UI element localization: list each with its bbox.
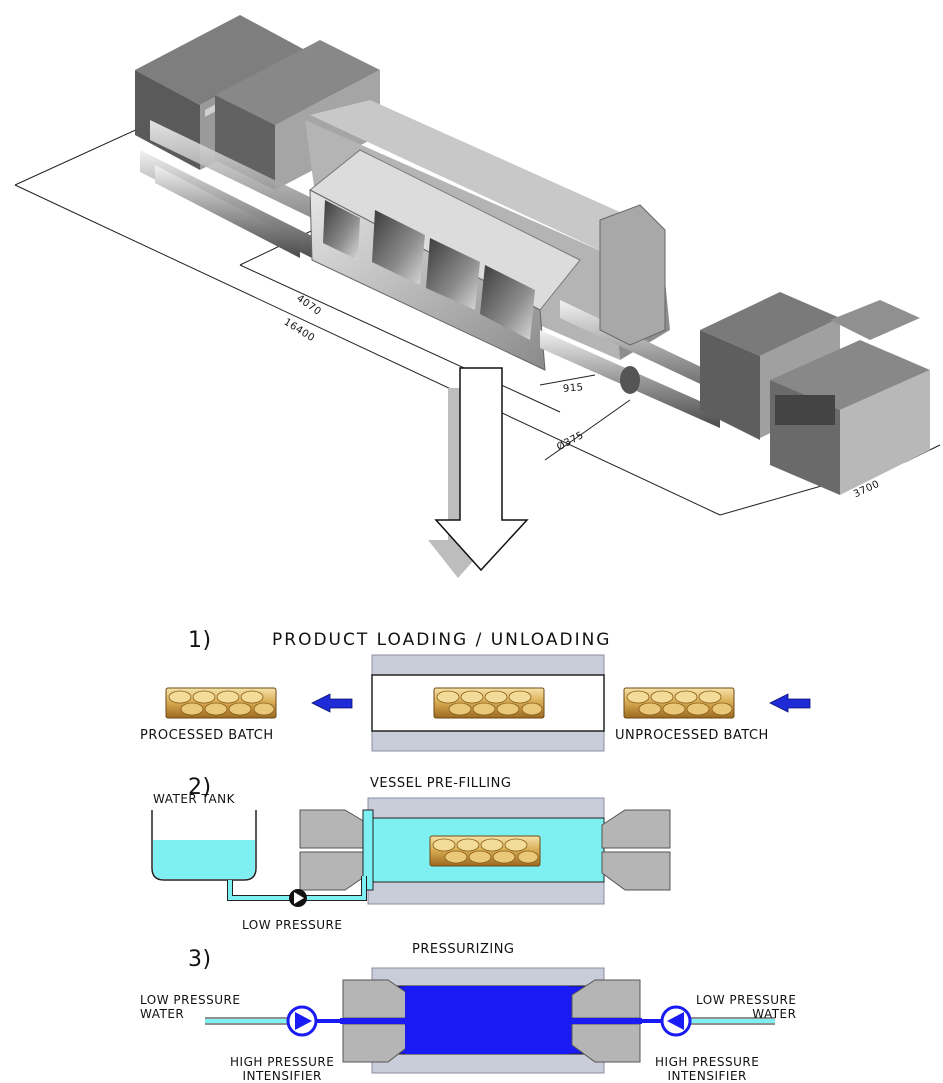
unprocessed-batch-label: UNPROCESSED BATCH — [615, 728, 769, 743]
right-intensifier-label: HIGH PRESSURE INTENSIFIER — [655, 1055, 760, 1083]
step-2-title: VESSEL PRE-FILLING — [370, 776, 512, 791]
low-pressure-pump-label: LOW PRESSURE — [242, 918, 343, 932]
step-1-number: 1) — [188, 628, 212, 653]
step-3-number: 3) — [188, 947, 212, 972]
left-intensifier-label: HIGH PRESSURE INTENSIFIER — [230, 1055, 335, 1083]
right-low-pressure-water-label: LOW PRESSURE WATER — [696, 993, 797, 1021]
water-tank-label: WATER TANK — [153, 792, 236, 806]
dimension-915: 915 — [562, 382, 585, 395]
processed-batch-label: PROCESSED BATCH — [140, 728, 274, 743]
left-low-pressure-water-label: LOW PRESSURE WATER — [140, 993, 241, 1021]
step-1-title: PRODUCT LOADING / UNLOADING — [272, 630, 612, 650]
step-2-number: 2) — [188, 775, 212, 800]
step-3-title: PRESSURIZING — [412, 942, 515, 957]
